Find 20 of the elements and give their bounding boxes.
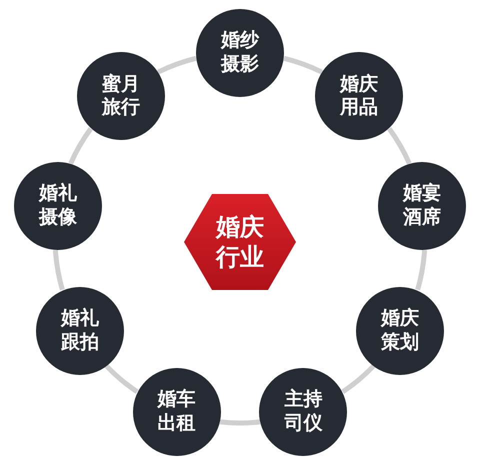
ring-connector (341, 364, 376, 394)
category-label: 主持司仪 (283, 388, 324, 436)
category-label: 婚宴酒席 (402, 182, 442, 230)
category-label: 婚纱摄影 (220, 29, 260, 77)
ring-connector (283, 56, 323, 74)
category-label: 婚庆用品 (338, 72, 379, 120)
ring-connector (68, 127, 93, 165)
category-label: 婚车出租 (156, 388, 197, 436)
ring-connector (104, 364, 139, 394)
center-hexagon (184, 194, 296, 290)
ring-connector (415, 250, 428, 290)
category-label: 婚礼摄像 (38, 182, 78, 230)
category-label: 婚礼跟拍 (60, 306, 100, 354)
category-label: 蜜月旅行 (101, 72, 142, 120)
hexagon-label: 婚庆行业 (214, 212, 265, 272)
ring-connector (157, 56, 197, 74)
ring-connector (52, 250, 65, 290)
ring-connector (220, 419, 260, 426)
ring-connector (387, 127, 412, 165)
category-label: 婚庆策划 (380, 306, 420, 354)
